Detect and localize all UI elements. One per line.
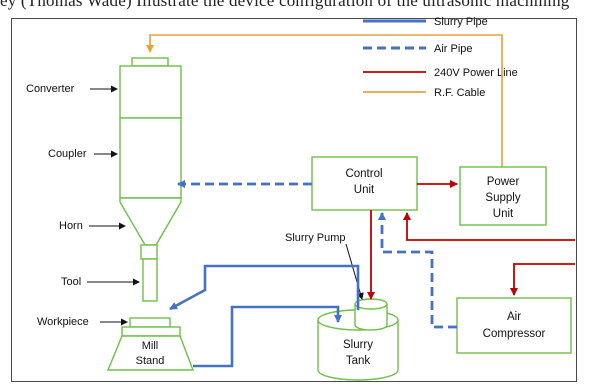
workpiece-label: Workpiece (37, 316, 89, 328)
mill-stand-assembly (106, 317, 195, 371)
slurry-pipe-pump-to-tool (169, 264, 360, 311)
converter-cap (131, 57, 169, 67)
slurry-pipe-stand-to-tank (193, 305, 342, 368)
legend: Slurry Pipe Air Pipe 240V Power Line R.F… (363, 16, 518, 99)
power-supply-label-3: Unit (493, 208, 514, 220)
slurry-pump (354, 298, 388, 331)
slurry-pump-label: Slurry Pump (285, 232, 346, 244)
legend-slurry-pipe-label: Slurry Pipe (434, 16, 488, 28)
horn-body (119, 197, 182, 246)
tool-body (142, 258, 158, 302)
slurry-tank-label-2: Tank (346, 355, 371, 367)
component-labels: Converter Coupler Horn Tool Workpiece (26, 83, 140, 328)
air-compressor-label-1: Air (507, 311, 521, 323)
control-unit-label-1: Control (345, 168, 382, 180)
rf-cable-line (146, 34, 503, 167)
transducer-column (119, 57, 182, 302)
air-compressor-label-2: Compressor (483, 328, 546, 340)
power-line-mains-to-control (403, 212, 575, 241)
converter-body (119, 65, 182, 119)
power-supply-label-1: Power (487, 176, 520, 188)
power-supply-label-2: Supply (485, 192, 520, 204)
legend-power-line-label: 240V Power Line (434, 67, 518, 79)
power-supply-box (459, 166, 547, 226)
tool-label: Tool (61, 276, 81, 288)
slurry-tank-label-1: Slurry (343, 339, 373, 351)
control-unit-label-2: Unit (354, 184, 375, 196)
workpiece (129, 317, 171, 328)
converter-label: Converter (26, 83, 75, 95)
air-compressor-box (456, 297, 572, 354)
slurry-pump-pointer (345, 243, 364, 300)
power-line-mains-to-compressor (510, 263, 575, 296)
legend-rf-cable-label: R.F. Cable (434, 87, 485, 99)
caption-fragment: ey (Thomas Wade) Illustrate the device c… (0, 0, 589, 18)
legend-air-pipe-label: Air Pipe (434, 43, 473, 55)
mill-stand-body (106, 335, 195, 371)
mill-stand-label-1: Mill (142, 340, 159, 352)
horn-label: Horn (59, 220, 83, 232)
coupler-label: Coupler (48, 148, 87, 160)
air-pipe-compressor-to-control (378, 212, 457, 329)
coupler-body (119, 117, 182, 199)
mill-stand-plate (121, 326, 181, 337)
tool-neck (140, 244, 158, 260)
caption-text: ey (Thomas Wade) Illustrate the device c… (0, 0, 570, 10)
mill-stand-label-2: Stand (136, 355, 165, 367)
diagram-frame (11, 18, 577, 382)
